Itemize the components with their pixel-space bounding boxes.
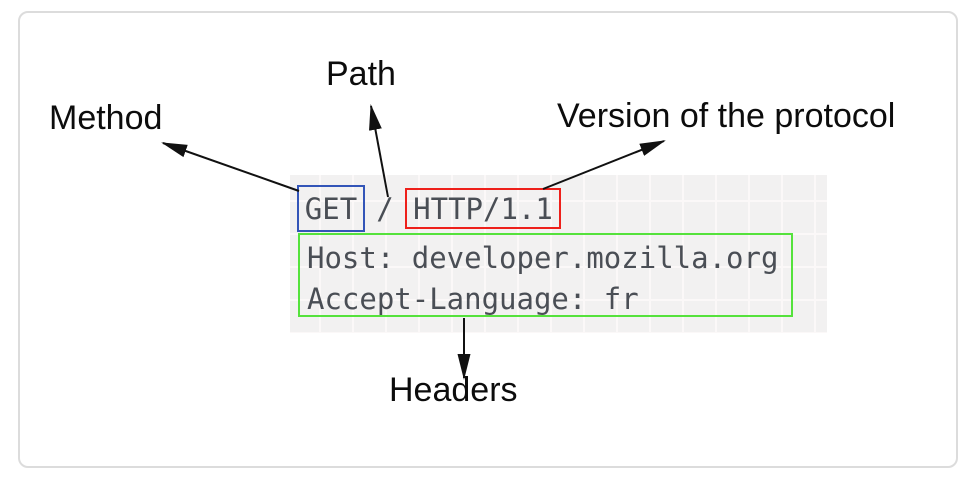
path-token: / [376, 191, 394, 226]
label-method: Method [49, 99, 163, 137]
path-token-wrap: / [364, 185, 406, 232]
method-token: GET [304, 191, 358, 226]
label-headers: Headers [389, 371, 518, 409]
header-line-host: Host: developer.mozilla.org [307, 241, 779, 275]
method-box: GET [297, 185, 365, 232]
header-line-accept-language: Accept-Language: fr [307, 282, 639, 316]
headers-box: Host: developer.mozilla.org Accept-Langu… [298, 233, 793, 317]
label-path: Path [326, 55, 396, 93]
http-request-code-block [290, 175, 827, 333]
label-version: Version of the protocol [557, 97, 896, 135]
version-token: HTTP/1.1 [413, 191, 553, 226]
version-box: HTTP/1.1 [405, 188, 561, 229]
